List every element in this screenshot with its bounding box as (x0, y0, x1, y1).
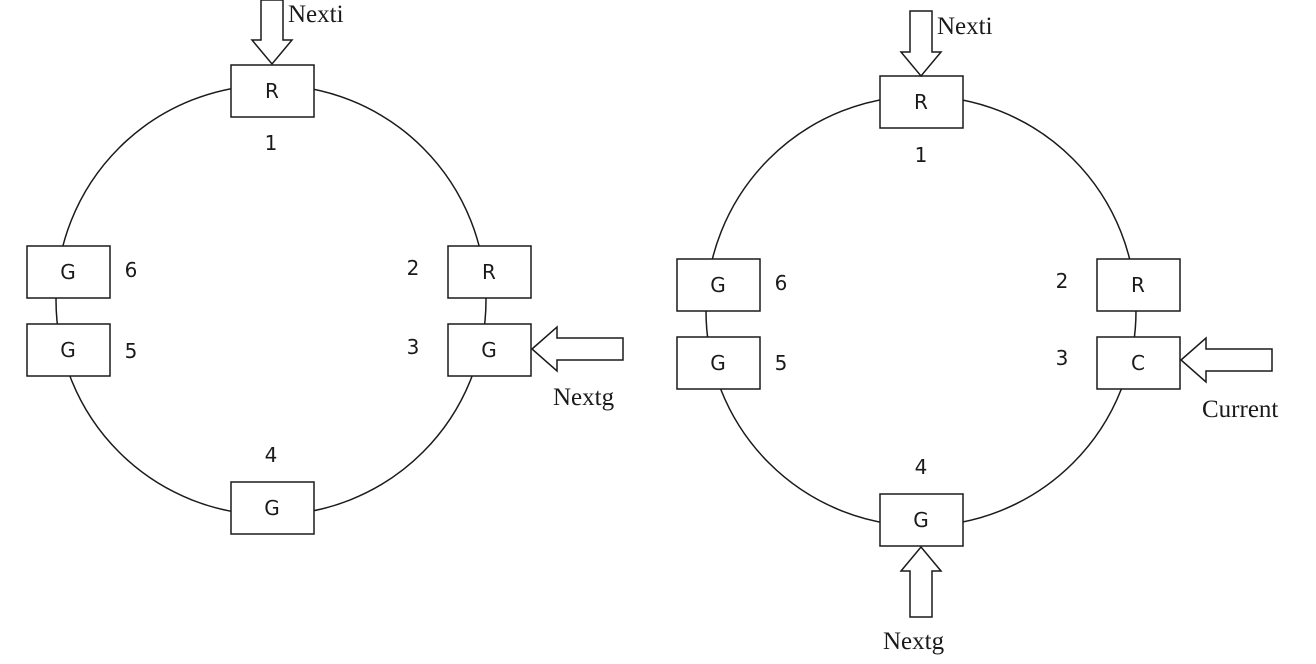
slot-number: 2 (407, 256, 420, 280)
left-arrow-icon (1179, 336, 1273, 384)
slot-3: C 3 (1056, 336, 1181, 390)
slot-number: 1 (915, 143, 928, 167)
slot-label: G (913, 508, 929, 532)
pointer-nexti: Nexti (899, 10, 993, 78)
pointer-label: Nexti (288, 1, 344, 28)
slot-2: R 2 (1056, 258, 1181, 312)
slot-box (879, 493, 964, 547)
pointer-label: Nextg (883, 628, 945, 655)
slot-number: 6 (125, 258, 138, 282)
slot-5: G 5 (676, 336, 788, 390)
slot-number: 3 (1056, 346, 1069, 370)
pointer-label: Current (1202, 396, 1278, 423)
slot-1: R 1 (879, 75, 964, 167)
pointer-current: Current (1179, 336, 1278, 423)
slot-box (447, 245, 532, 299)
slot-number: 1 (265, 131, 278, 155)
down-arrow-icon (899, 10, 943, 78)
slot-label: R (265, 79, 279, 103)
slot-number: 2 (1056, 269, 1069, 293)
slot-box (676, 258, 761, 312)
slot-box (230, 64, 315, 118)
slot-box (1096, 258, 1181, 312)
slot-number: 4 (265, 443, 278, 467)
slot-5: G 5 (26, 323, 138, 377)
pointer-nextg: Nextg (530, 325, 624, 411)
slot-label: G (264, 496, 280, 520)
slot-6: G 6 (676, 258, 788, 312)
slot-number: 5 (125, 339, 138, 363)
slot-6: G 6 (26, 245, 138, 299)
pointer-label: Nexti (937, 13, 993, 40)
slot-4: G 4 (230, 443, 315, 535)
slot-number: 3 (407, 335, 420, 359)
slot-label: G (710, 273, 726, 297)
slot-box (26, 323, 111, 377)
down-arrow-icon (250, 0, 294, 66)
pointer-nexti: Nexti (250, 0, 344, 66)
slot-2: R 2 (407, 245, 532, 299)
slot-label: G (481, 338, 497, 362)
slot-label: R (482, 260, 496, 284)
left-arrow-icon (530, 325, 624, 373)
slot-label: R (914, 90, 928, 114)
slot-box (26, 245, 111, 299)
slot-label: C (1131, 351, 1145, 375)
slot-box (447, 323, 532, 377)
slot-3: G 3 (407, 323, 532, 377)
ring-diagram-right: R 1 R 2 C 3 G 4 G 5 G 6 (676, 10, 1278, 655)
slot-number: 6 (775, 271, 788, 295)
slot-box (676, 336, 761, 390)
slot-number: 5 (775, 351, 788, 375)
ring-diagram-left: R 1 R 2 G 3 G 4 G 5 G 6 (26, 0, 624, 535)
up-arrow-icon (899, 545, 943, 618)
pointer-label: Nextg (553, 384, 615, 411)
slot-box (879, 75, 964, 129)
slot-4: G 4 (879, 455, 964, 547)
slot-label: G (60, 338, 76, 362)
slot-1: R 1 (230, 64, 315, 155)
slot-label: G (710, 351, 726, 375)
slot-box (1096, 336, 1181, 390)
slot-box (230, 481, 315, 535)
slot-label: R (1131, 273, 1145, 297)
pointer-nextg: Nextg (883, 545, 945, 655)
slot-label: G (60, 260, 76, 284)
slot-number: 4 (915, 455, 928, 479)
